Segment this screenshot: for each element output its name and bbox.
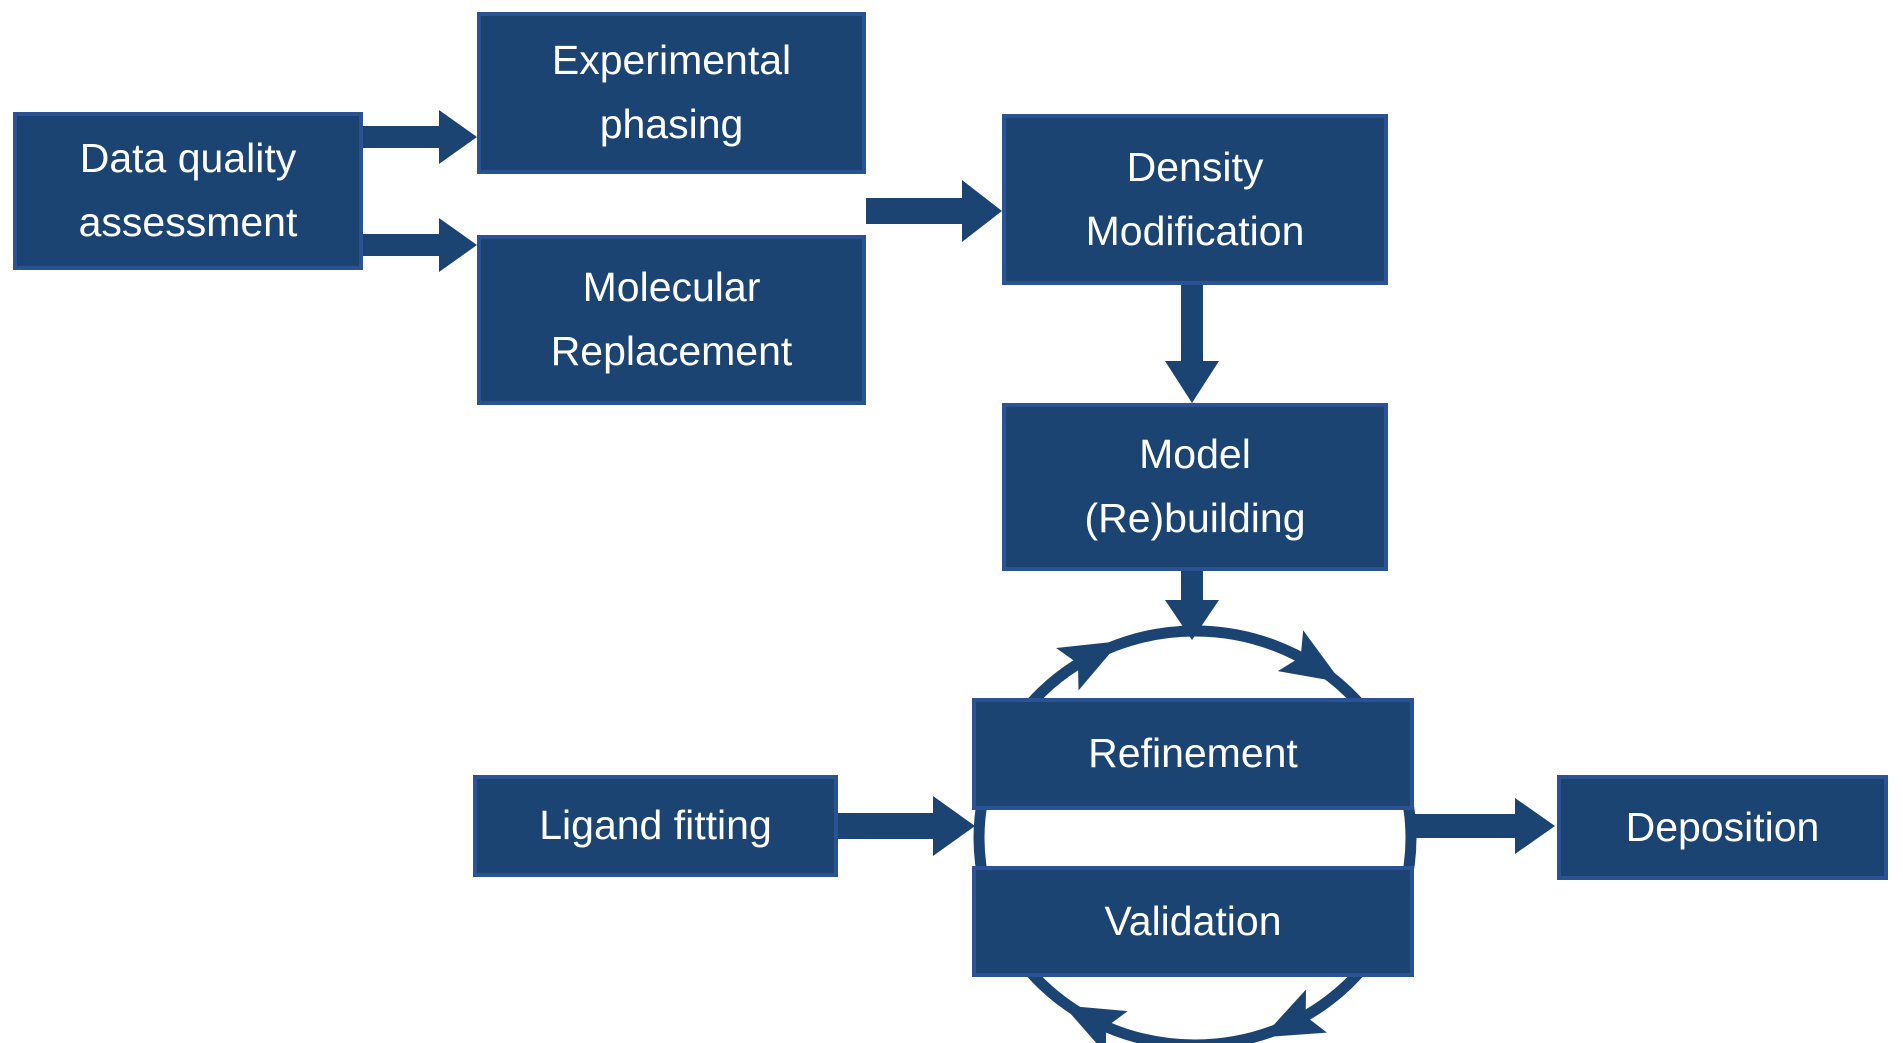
- arrow-densitymodification-to-modelrebuilding: [1165, 285, 1219, 403]
- arrow-phasing-to-densitymodification: [866, 180, 1002, 242]
- arrow-ligandfitting-to-cycle: [838, 796, 975, 856]
- arrow-dataquality-to-experimentalphasing: [363, 110, 477, 164]
- cycle-arrowhead-bottom-left-icon: [1063, 1005, 1128, 1043]
- arrow-dataquality-to-molecularreplacement: [363, 218, 477, 272]
- node-label-line: Validation: [1104, 897, 1282, 944]
- node-deposition: Deposition: [1557, 775, 1888, 880]
- refinement-validation-cycle-ring: [973, 625, 1417, 1043]
- node-experimental-phasing: Experimental phasing: [477, 12, 866, 174]
- node-label-line: Molecular: [582, 264, 761, 311]
- arrow-cycle-to-deposition: [1414, 798, 1555, 854]
- node-label-line: Modification: [1085, 207, 1305, 254]
- cycle-arrowhead-bottom-right-icon: [1262, 989, 1327, 1038]
- node-ligand-fitting: Ligand fitting: [473, 775, 838, 877]
- node-label-line: Refinement: [1088, 730, 1298, 777]
- node-label-line: Data quality: [79, 135, 297, 182]
- node-label-line: Replacement: [550, 328, 793, 374]
- cycle-arrowhead-top-right-icon: [1277, 630, 1342, 683]
- node-label-line: phasing: [599, 101, 744, 147]
- cycle-arrowhead-top-left-icon: [1056, 641, 1121, 691]
- node-label-line: Model: [1139, 431, 1251, 478]
- node-validation: Validation: [972, 866, 1414, 977]
- node-model-rebuilding: Model (Re)building: [1002, 403, 1388, 571]
- node-label-line: assessment: [78, 199, 298, 245]
- node-molecular-replacement: Molecular Replacement: [477, 235, 866, 405]
- node-label-line: Experimental: [551, 37, 792, 84]
- node-label-line: Density: [1126, 143, 1264, 190]
- node-data-quality-assessment: Data quality assessment: [13, 112, 363, 270]
- node-label-line: Deposition: [1625, 803, 1820, 850]
- node-refinement: Refinement: [972, 698, 1414, 810]
- arrow-modelrebuilding-to-cycle: [1165, 571, 1219, 640]
- node-label-line: (Re)building: [1084, 495, 1306, 541]
- node-label-line: Ligand fitting: [539, 802, 772, 849]
- node-density-modification: Density Modification: [1002, 114, 1388, 285]
